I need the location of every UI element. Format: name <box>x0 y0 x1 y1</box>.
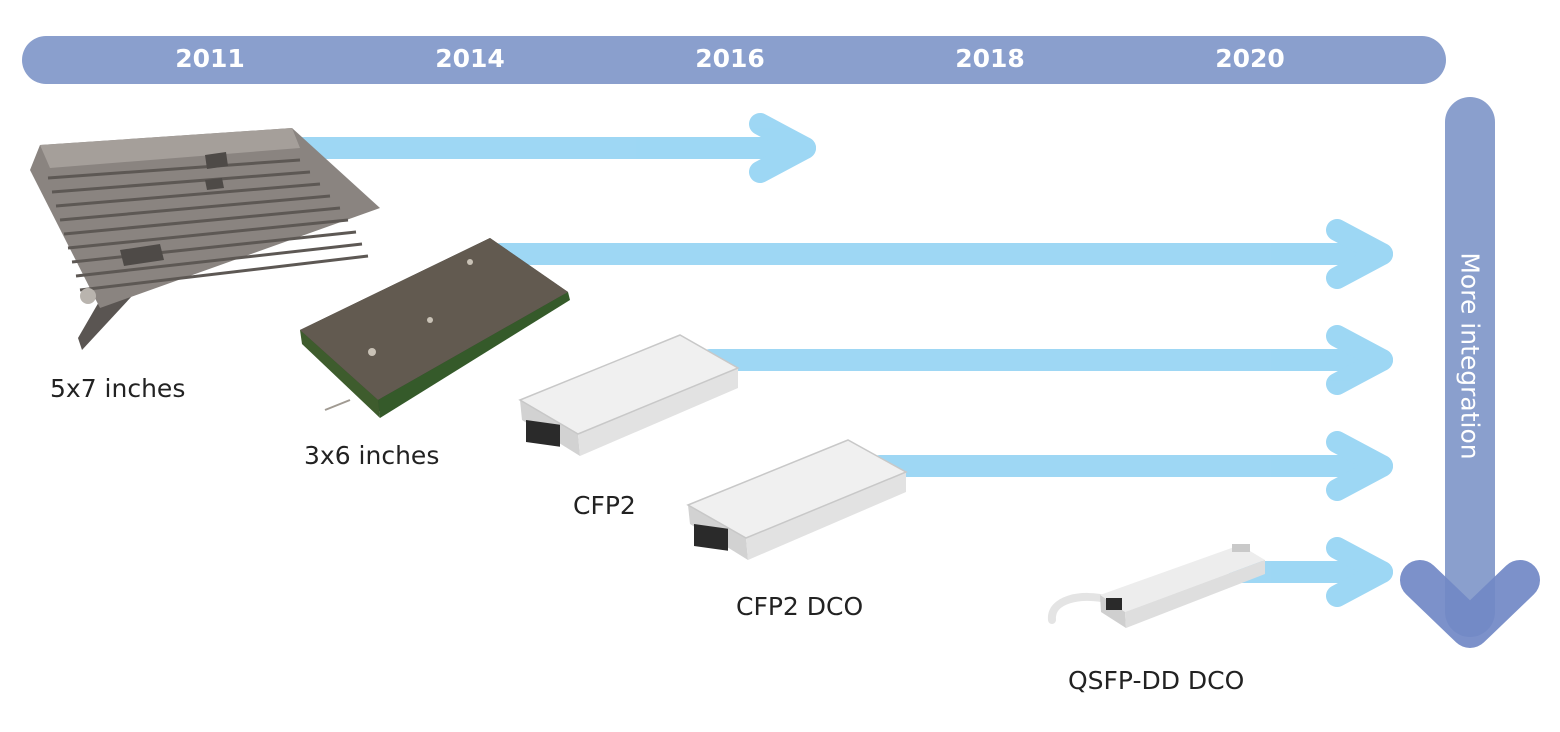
integration-arrow-shaft <box>1445 97 1495 637</box>
arrow-cfp2dco <box>869 431 1393 501</box>
year-label-2018: 2018 <box>955 44 1025 73</box>
module-label-cfp2: CFP2 <box>573 491 636 520</box>
module-label-qsfpdd: QSFP-DD DCO <box>1068 666 1245 695</box>
arrow-cfp2 <box>699 325 1393 395</box>
year-label-2020: 2020 <box>1215 44 1285 73</box>
year-label-2016: 2016 <box>695 44 765 73</box>
module-cfp2-image <box>518 334 740 456</box>
module-label-cfp2dco: CFP2 DCO <box>736 592 864 621</box>
more-integration-label: More integration <box>1455 252 1485 460</box>
module-3x6-image <box>300 238 570 418</box>
integration-arrowhead <box>1400 560 1540 648</box>
year-label-2014: 2014 <box>435 44 505 73</box>
timeline-bar <box>22 36 1446 84</box>
arrow-3x6 <box>489 219 1393 289</box>
module-cfp2dco-image <box>686 439 908 560</box>
module-qsfpdd-image <box>1048 544 1265 628</box>
module-label-5x7: 5x7 inches <box>50 374 186 403</box>
arrow-5x7 <box>279 113 816 183</box>
module-label-3x6: 3x6 inches <box>304 441 440 470</box>
module-5x7-image <box>30 128 380 350</box>
year-label-2011: 2011 <box>175 44 245 73</box>
